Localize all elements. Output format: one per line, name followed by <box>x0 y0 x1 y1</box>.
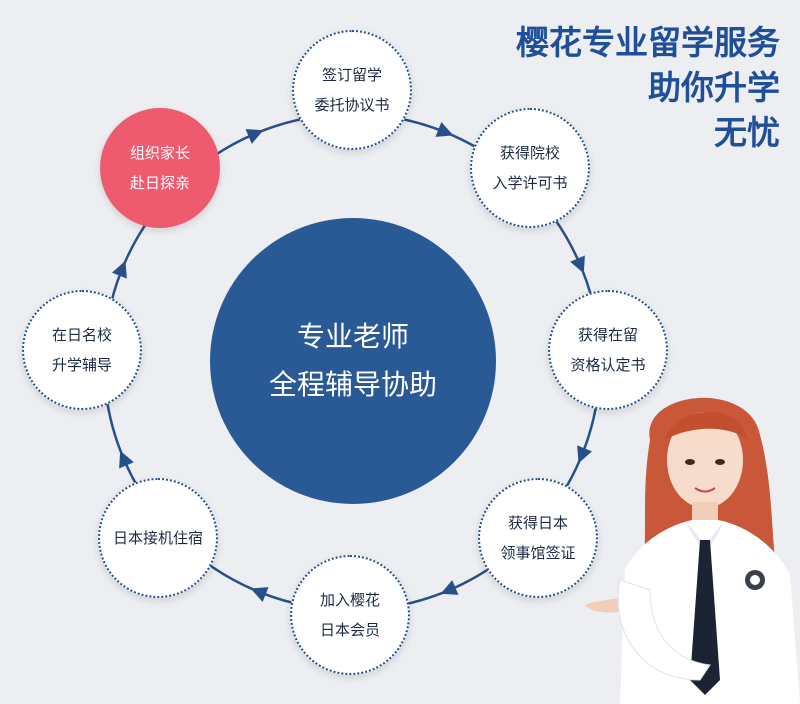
step-label: 加入樱花 日本会员 <box>319 591 380 639</box>
headline: 樱花专业留学服务 助你升学 无忧 <box>450 20 780 155</box>
flow-arrow <box>440 580 459 595</box>
step-node-visa: 获得日本 领事馆签证 <box>478 478 598 598</box>
flow-arrow <box>577 445 592 464</box>
step-label: 获得院校 入学许可书 <box>492 144 568 192</box>
step-label: 日本接机住宿 <box>112 529 203 547</box>
step-label: 签订留学 委托协议书 <box>314 66 390 114</box>
step-node-tutoring: 在日名校 升学辅导 <box>22 290 142 410</box>
step-label: 获得在留 资格认定书 <box>570 326 646 374</box>
step-node-admission: 获得院校 入学许可书 <box>470 108 590 228</box>
headline-line-3: 无忧 <box>714 113 780 152</box>
step-node-sign-agreement: 签订留学 委托协议书 <box>292 30 412 150</box>
flow-arrow <box>570 255 585 274</box>
flow-arrow <box>112 260 127 279</box>
student-illustration <box>585 397 800 704</box>
step-label: 组织家长 赴日探亲 <box>129 144 190 192</box>
flow-arrow <box>435 122 454 137</box>
center-text: 专业老师 全程辅导协助 <box>268 320 437 401</box>
center-circle: 专业老师 全程辅导协助 <box>210 218 496 504</box>
flow-arrow <box>119 450 134 469</box>
step-label: 获得日本 领事馆签证 <box>500 514 576 562</box>
flow-arrow <box>250 587 269 602</box>
step-node-pickup: 日本接机住宿 <box>98 478 218 598</box>
flow-arrow <box>245 129 264 144</box>
step-node-family-visit: 组织家长 赴日探亲 <box>100 108 220 228</box>
step-node-membership: 加入樱花 日本会员 <box>290 555 410 675</box>
step-label: 在日名校 升学辅导 <box>51 326 112 374</box>
headline-line-1: 樱花专业留学服务 <box>516 23 780 62</box>
headline-line-2: 助你升学 <box>648 68 780 107</box>
step-node-residence: 获得在留 资格认定书 <box>548 290 668 410</box>
